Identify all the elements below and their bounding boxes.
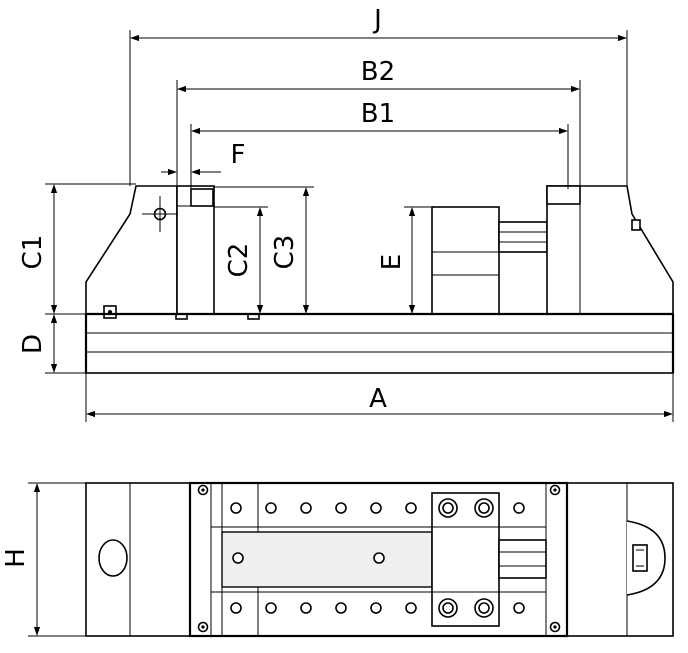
fixed-jaw-body: [85, 185, 260, 320]
top-view: [85, 481, 674, 638]
dim-label-B1: B1: [361, 99, 395, 129]
top-dimensions: H: [1, 482, 86, 637]
dim-label-C3: C3: [270, 235, 300, 270]
dim-label-E: E: [377, 254, 407, 270]
dim-label-D: D: [18, 334, 48, 354]
rear-end-block: [546, 185, 674, 315]
handle-knob-icon: [626, 520, 666, 596]
bottom-row-holes: [230, 602, 525, 614]
mounting-slot-icon: [98, 539, 128, 577]
base-rail: [84, 313, 675, 374]
side-dimensions: J B2 B1 F C1 C2 C3 E D: [18, 5, 674, 422]
side-view: [84, 185, 675, 374]
moving-jaw-top: [431, 492, 547, 627]
dim-label-F: F: [231, 140, 246, 170]
dim-label-H: H: [1, 548, 31, 568]
corner-screw-icons: [197, 484, 561, 633]
dim-label-B2: B2: [361, 57, 395, 87]
dim-label-C1: C1: [18, 235, 48, 270]
top-row-holes: [230, 502, 525, 514]
moving-jaw: [431, 206, 548, 315]
dim-label-A: A: [369, 384, 387, 414]
dim-label-C2: C2: [224, 243, 254, 278]
dim-label-J: J: [372, 5, 382, 35]
